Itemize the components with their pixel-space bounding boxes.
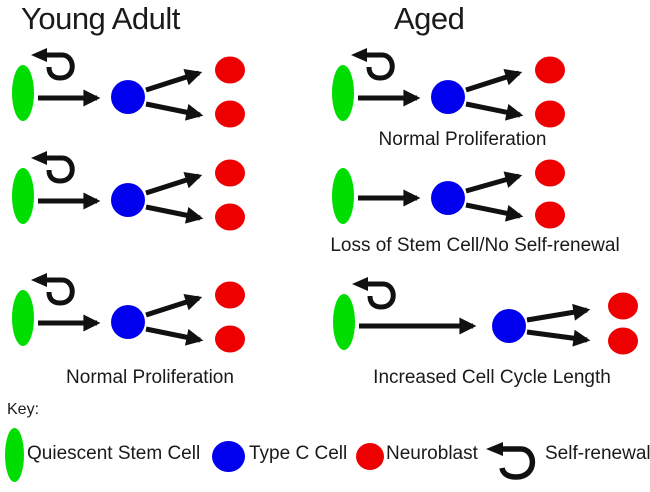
neuroblast-icon [215, 159, 245, 187]
division-arrow-upper [465, 69, 523, 93]
neuroblast-icon [215, 325, 245, 353]
diagram-aged-row-1 [332, 48, 565, 128]
type-c-cell-icon [111, 183, 145, 217]
diagram-young-row-2 [12, 151, 245, 231]
key-label-type-c-cell: Type C Cell [249, 443, 348, 464]
neuroblast-icon [608, 292, 638, 320]
key-heading: Key: [7, 401, 40, 418]
neuroblast-icon [215, 100, 245, 128]
type-c-cell-icon [111, 305, 145, 339]
neuroblast-icon [356, 443, 384, 470]
diagram-aged-row-2 [332, 159, 565, 229]
neuroblast-icon [535, 100, 565, 128]
division-arrow-lower [526, 329, 591, 347]
neuroblast-icon [608, 327, 638, 355]
aged-row-3-label: Increased Cell Cycle Length [373, 367, 611, 388]
self-renewal-arrow-icon [31, 48, 75, 81]
self-renewal-arrow-icon [352, 277, 396, 310]
diagram-young-row-3 [12, 273, 245, 353]
quiescent-stem-cell-icon [333, 294, 355, 350]
division-arrow-lower [145, 204, 204, 224]
quiescent-stem-cell-icon [5, 428, 24, 482]
quiescent-stem-cell-icon [12, 65, 34, 121]
self-renewal-arrow-icon [31, 151, 75, 184]
quiescent-stem-cell-icon [332, 65, 354, 121]
type-c-cell-icon [431, 181, 465, 215]
quiescent-stem-cell-icon [12, 168, 34, 224]
quiescent-stem-cell-icon [332, 168, 354, 224]
aged-column-title: Aged [394, 1, 465, 36]
young-adult-column-title: Young Adult [21, 1, 180, 36]
type-c-cell-icon [492, 309, 526, 343]
key-label-neuroblast: Neuroblast [386, 443, 478, 464]
division-arrow-upper [145, 69, 203, 93]
aged-row-1-label: Normal Proliferation [378, 129, 547, 150]
diagram-aged-row-3 [333, 277, 638, 355]
neuroblast-icon [215, 203, 245, 231]
diagram-young-row-1 [12, 48, 245, 128]
neuroblast-icon [535, 159, 565, 187]
self-renewal-arrow-icon [486, 442, 536, 480]
key-label-self-renewal: Self-renewal [545, 443, 650, 464]
type-c-cell-icon [111, 80, 145, 114]
self-renewal-arrow-icon [31, 273, 75, 306]
young-bottom-label: Normal Proliferation [66, 367, 234, 388]
self-renewal-arrow-icon [351, 48, 395, 81]
division-arrow-upper [145, 294, 203, 318]
neuroblast-icon [535, 201, 565, 229]
key-label-quiescent-stem-cell: Quiescent Stem Cell [27, 443, 201, 464]
type-c-cell-icon [431, 80, 465, 114]
division-arrow-upper [465, 171, 523, 194]
division-arrow-lower [465, 101, 524, 121]
neuroblast-icon [215, 56, 245, 84]
division-arrow-lower [145, 326, 204, 346]
neuroblast-icon [215, 281, 245, 309]
quiescent-stem-cell-icon [12, 290, 34, 346]
neuroblast-icon [535, 56, 565, 84]
aged-row-2-label: Loss of Stem Cell/No Self-renewal [330, 235, 620, 256]
division-arrow-upper [526, 303, 591, 323]
division-arrow-upper [145, 172, 203, 196]
division-arrow-lower [465, 202, 524, 222]
division-arrow-lower [145, 101, 204, 121]
type-c-cell-icon [212, 441, 245, 472]
